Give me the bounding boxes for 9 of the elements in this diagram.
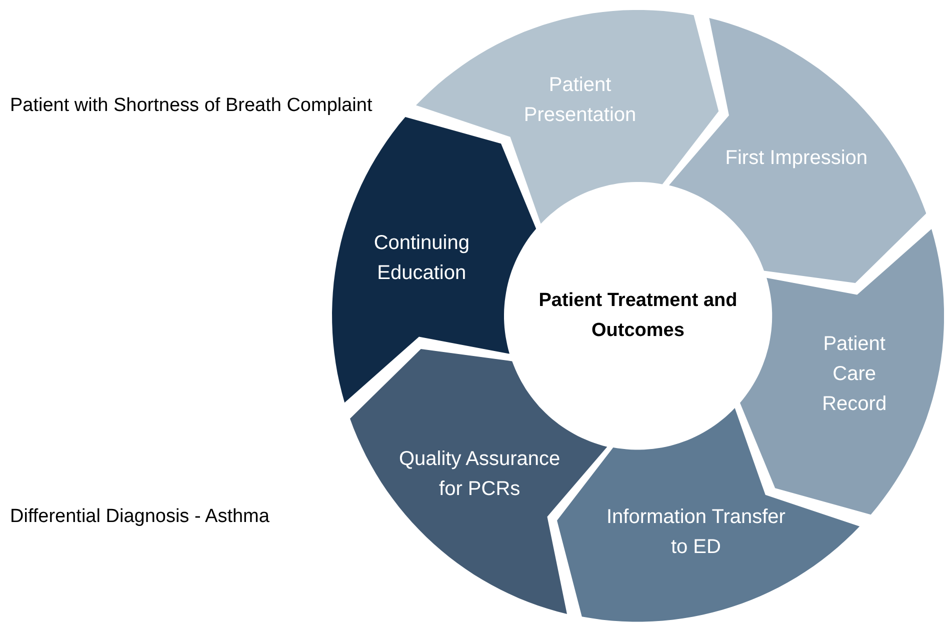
segment-label: Information Transfer to ED [605,505,786,560]
segment-label: First Impression [724,146,869,171]
segment-label: Continuing Education [372,231,470,286]
side-note: Patient with Shortness of Breath Complaint [10,94,372,118]
side-note: Differential Diagnosis - Asthma [10,505,270,529]
center-title: Patient Treatment and Outcomes [538,289,738,343]
segment-label: Patient Care Record [821,332,888,417]
segment-label: Quality Assurance for PCRs [398,447,562,502]
segment-label: Patient Presentation [522,72,638,128]
